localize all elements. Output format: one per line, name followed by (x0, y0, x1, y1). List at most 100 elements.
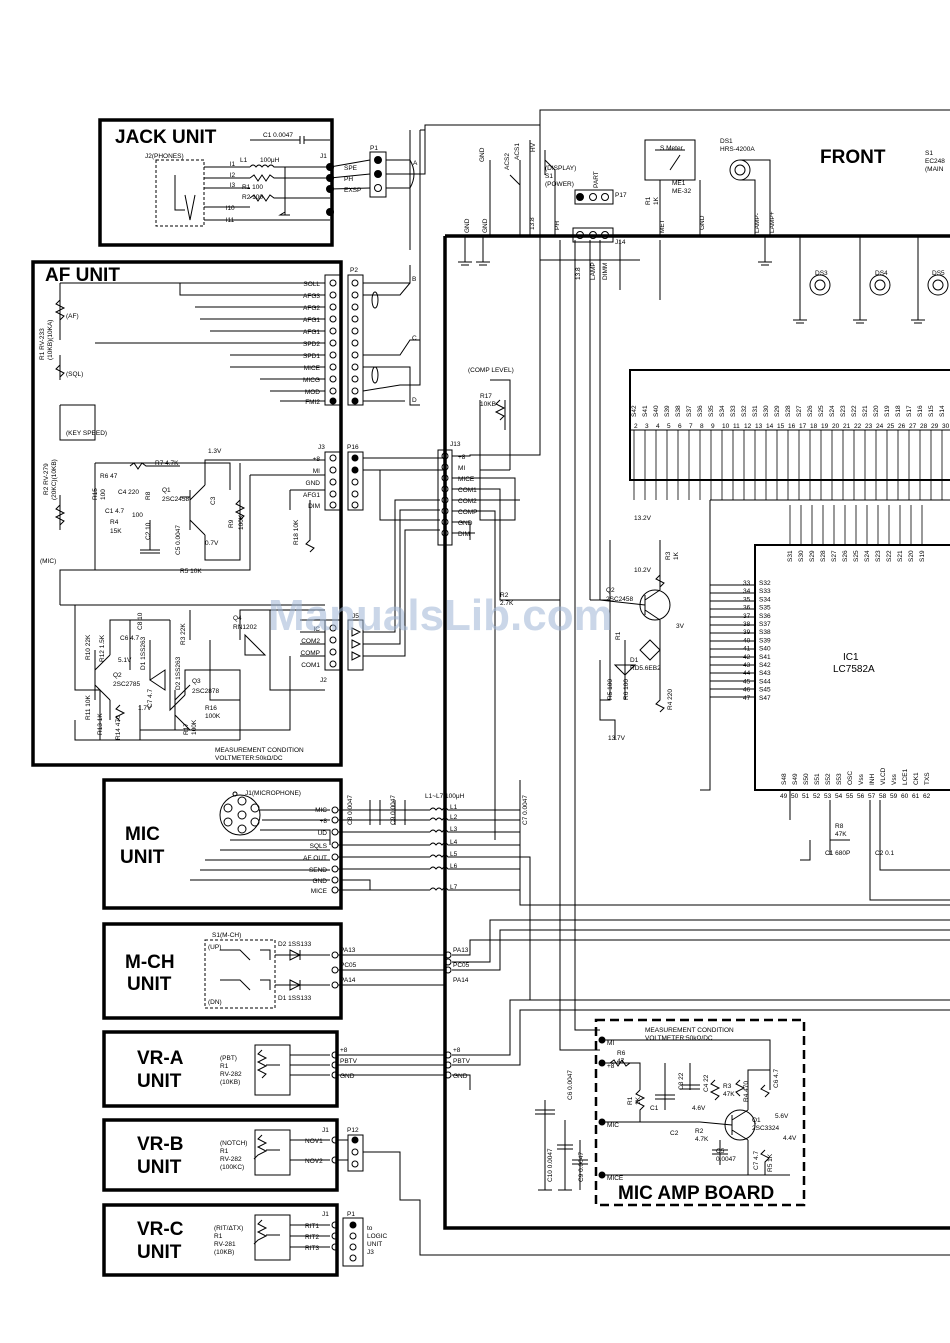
lcd-seg-s25: S25 (818, 405, 825, 417)
af-v51: 5.1V (118, 657, 132, 664)
vrc-rv: RV-281 (214, 1241, 236, 1248)
jack-pin-l3: l3 (230, 182, 235, 189)
af-r15: R15 (92, 488, 99, 500)
mic-l2: L2 (450, 814, 458, 821)
ic1-left-name-43: S42 (759, 662, 771, 669)
af-unit-box (31, 260, 343, 767)
af-r1-label: R1 RV-233 (39, 328, 46, 360)
ic1-left-num-34: 34 (743, 588, 751, 595)
vra-pin-8-r: +8 (453, 1047, 461, 1054)
ic1-left-name-45: S44 (759, 678, 771, 685)
ic1-left-name-34: S33 (759, 588, 771, 595)
micamp-c6: C6 4.7 (773, 1068, 780, 1088)
micamp-r1: R1 (627, 1096, 634, 1105)
ic1-left-num-43: 43 (743, 662, 751, 669)
ic1-bottom-name-61: CK1 (913, 772, 920, 785)
mch-pin-pa13: PA13 (340, 947, 356, 954)
vra-unit-title-2: UNIT (137, 1071, 182, 1092)
af-j3-pin-gnd: GND (306, 480, 321, 487)
af-j3-pin-8: +8 (313, 456, 321, 463)
center-r5: R5 100 (607, 679, 614, 700)
af-d1: D1 1SS263 (140, 636, 147, 670)
lcd-pin-num-16: 16 (788, 423, 796, 430)
jack-pin-l10: l10 (226, 205, 235, 212)
vrb-unit-title-2: UNIT (137, 1157, 182, 1178)
ic1-name: IC1 (843, 652, 859, 663)
micamp-c9: C9 0.0047 (578, 1152, 585, 1182)
af-r3: R3 22K (180, 623, 187, 645)
af-meas-voltmeter: VOLTMETER:50kΩ/DC (215, 755, 283, 762)
ic1-bottom-num-60: 60 (901, 793, 909, 800)
af-pin-afg2: AFG2 (303, 305, 320, 312)
af-j2-pin-comp: COMP (301, 650, 321, 657)
lcd-seg-s37: S37 (686, 405, 693, 417)
af-pin-afg1: AFG1 (303, 317, 320, 324)
ic1-top-pin-s25: S25 (853, 550, 860, 562)
af-r13: R13 1K (97, 713, 104, 735)
micamp-r4: R4 470 (743, 1081, 750, 1102)
ic1-bottom-num-58: 58 (879, 793, 887, 800)
micamp-c7: C7 4.7 (753, 1150, 760, 1170)
lcd-seg-s19: S19 (884, 405, 891, 417)
lcd-seg-s39: S39 (664, 405, 671, 417)
top-hv: HV (530, 142, 537, 152)
jack-pin-l11: l11 (226, 217, 235, 224)
af-c7: C7 4.7 (147, 688, 154, 708)
vrb-notch-label: (NOTCH) (220, 1140, 247, 1147)
ic1-left-num-35: 35 (743, 596, 751, 603)
mic-pin-mic: MIC (315, 807, 327, 814)
mic-pin-mice: MICE (311, 888, 328, 895)
lcd-seg-s28: S28 (785, 405, 792, 417)
lcd-seg-s18: S18 (895, 405, 902, 417)
ic1-bottom-name-49: S48 (781, 773, 788, 785)
ic1-left-name-41: S40 (759, 646, 771, 653)
jack-j1-pin-exsp: EXSP (344, 187, 361, 194)
lcd-seg-s14: S14 (939, 405, 946, 417)
af-v13: 1.3V (208, 448, 222, 455)
af-q3-label: Q3 (192, 678, 201, 685)
af-d-label: D (412, 397, 417, 404)
af-c-label: C (412, 335, 417, 342)
micamp-c5: C5 (716, 1148, 725, 1155)
vra-pin-pbtv: PBTV (340, 1058, 358, 1065)
center-r17-value: 10KB (480, 401, 496, 408)
top-gnd-3: GND (482, 218, 489, 233)
lcd-pin-num-21: 21 (843, 423, 851, 430)
af-q3-part: 2SC2878 (192, 688, 219, 695)
mch-unit-title-1: M-CH (125, 952, 175, 973)
ic-c1: C1 680P (825, 850, 850, 857)
af-q4-label: Q4 (233, 615, 242, 622)
af-r1-value: (10KB)(10KA) (47, 320, 54, 360)
af-j3-pin-mi: MI (313, 468, 320, 475)
mch-pin-pa14-r: PA14 (453, 977, 469, 984)
af-pin-fmi2: FMI2 (305, 399, 320, 406)
af-connector-labels: SOLL AFG3 AFG2 AFG1 AFG1 SPD2 SPD1 MICE … (301, 281, 321, 669)
ic1-part: LC7582A (833, 664, 875, 675)
j13-pin-mice: MICE (458, 476, 475, 483)
vrc-logic: LOGIC (367, 1233, 388, 1240)
ic1-bottom-name-57: INH (869, 774, 876, 786)
j13-pin-com2: COM2 (458, 498, 477, 505)
jack-pin-l1: l1 (230, 161, 235, 168)
top-p17-label: P17 (615, 192, 627, 199)
af-r17-value: 100K (191, 719, 198, 735)
micamp-meas-voltmeter: VOLTMETER:50kΩ/DC (645, 1035, 713, 1042)
top-smeter-label: S Meter (660, 145, 684, 152)
lcd-pin-num-19: 19 (821, 423, 829, 430)
ic1-left-name-44: S43 (759, 670, 771, 677)
lcd-seg-s24: S24 (829, 405, 836, 417)
lcd-pin-num-24: 24 (876, 423, 884, 430)
ic1-top-pin-s28: S28 (820, 550, 827, 562)
af-unit-title: AF UNIT (45, 265, 120, 286)
af-c6: C6 4.7 (120, 635, 140, 642)
micamp-c10: C10 0.0047 (547, 1148, 554, 1182)
jack-pin-l2: l2 (230, 172, 235, 179)
af-r8: R8 (145, 491, 152, 500)
ic1-body (754, 544, 950, 791)
top-power-label: (POWER) (545, 181, 574, 188)
ic1-bottom-name-52: S51 (814, 773, 821, 785)
af-r2-label: R2 RV-279 (43, 463, 50, 495)
micamp-r2-value: 4.7K (695, 1136, 709, 1143)
top-main-label: (MAIN (925, 166, 944, 173)
lcd-pin-num-12: 12 (744, 423, 752, 430)
